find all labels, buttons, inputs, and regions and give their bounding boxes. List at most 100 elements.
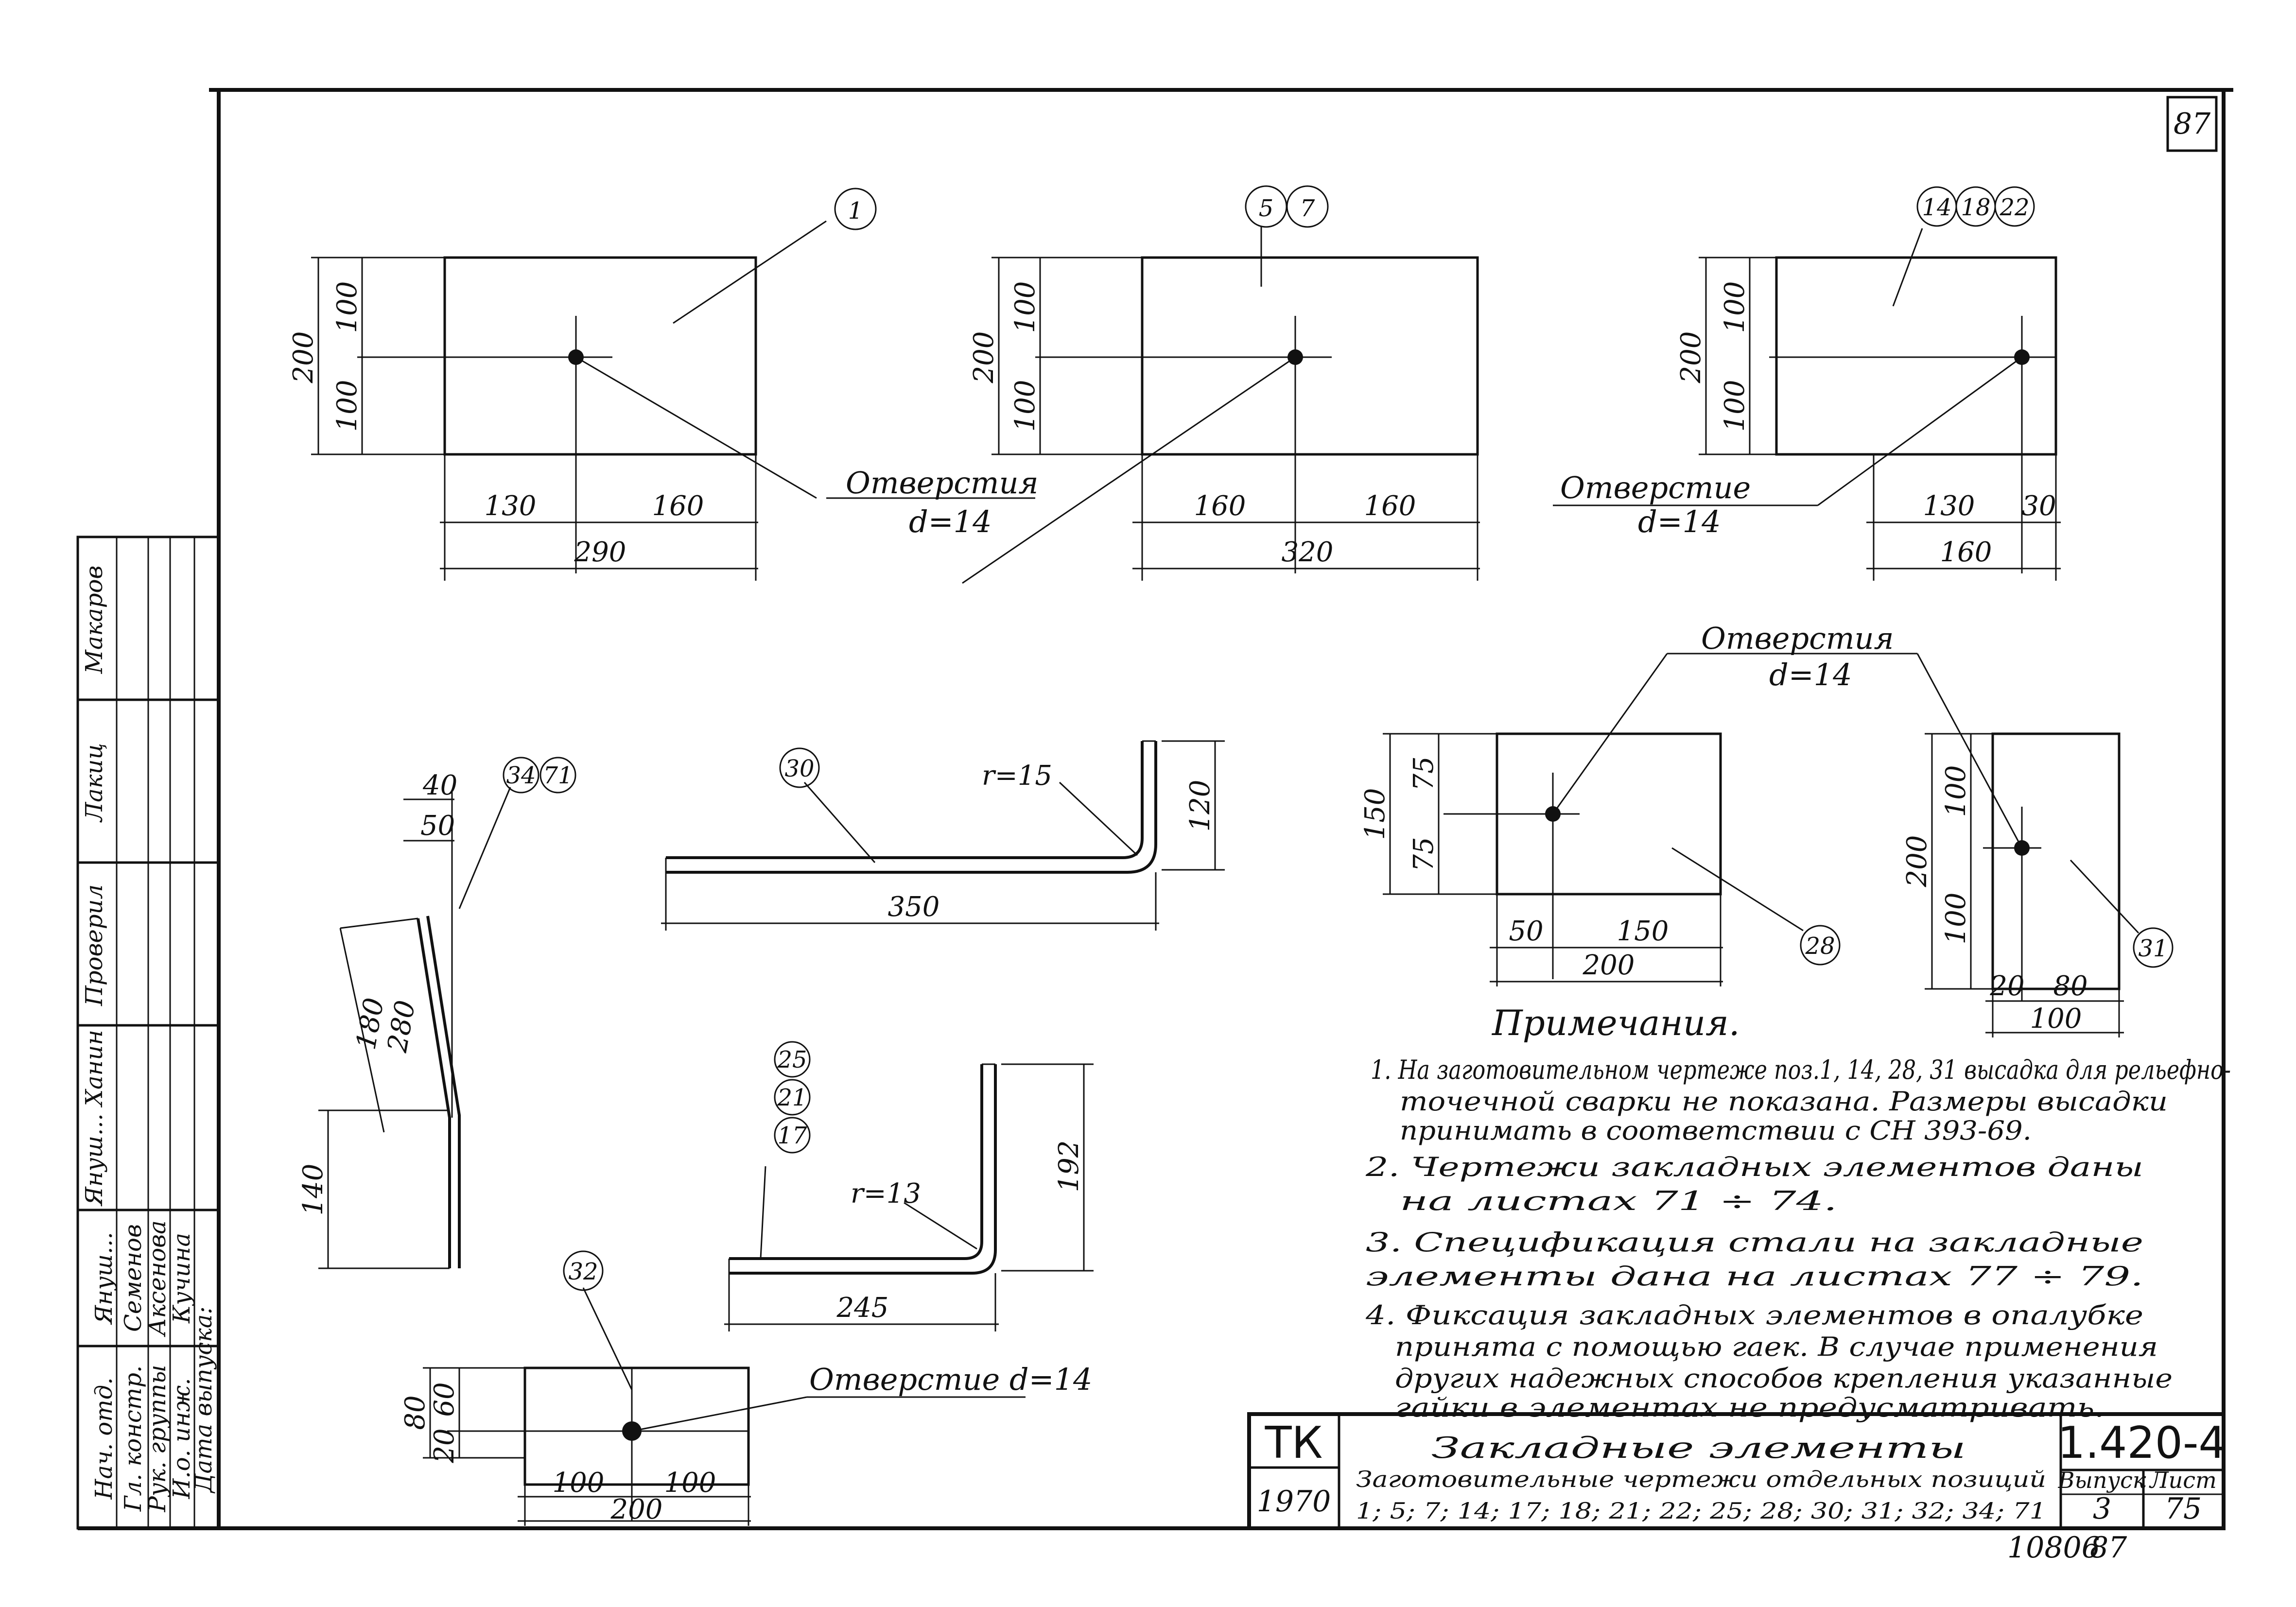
- hole-diameter: d=14: [1769, 657, 1852, 692]
- stamp-signature-2: Лакиц: [81, 743, 108, 823]
- position-marker-22: 22: [1999, 194, 2029, 221]
- hole-callout-right: Отверстия d=14: [1552, 621, 2023, 848]
- dim-width-right: 80: [2053, 970, 2087, 1002]
- dim-height-bottom: 100: [1719, 380, 1751, 432]
- dim-height-total: 200: [288, 331, 319, 384]
- dim-height-total: 200: [968, 331, 1000, 384]
- dim-width-left: 20: [1989, 970, 2024, 1002]
- dim-width-total: 320: [1282, 536, 1334, 568]
- position-marker-17: 17: [777, 1122, 807, 1149]
- position-marker-31: 31: [2138, 935, 2168, 962]
- dim-height-top: 100: [1940, 765, 1972, 817]
- dim-height-top: 100: [1009, 281, 1041, 333]
- stamp-name-4: Кучина: [168, 1233, 195, 1324]
- stamp-signature-4: Януш... Ханин: [81, 1030, 108, 1207]
- series-code: ТК: [1265, 1417, 1323, 1469]
- stamp-role-5: Дата выпуска:: [190, 1306, 217, 1493]
- dim-height-total: 200: [1675, 331, 1707, 384]
- dim-140: 140: [297, 1164, 329, 1216]
- position-marker-14: 14: [1922, 194, 1951, 221]
- dim-height-total: 200: [1901, 835, 1933, 888]
- title-block: ТК 1970 Закладные элементы Заготовительн…: [1247, 1412, 2226, 1530]
- bent-bar-25-21-17-drawing: 245 192 r=13 25 21 17: [724, 1041, 1094, 1331]
- position-marker-18: 18: [1961, 194, 1990, 221]
- note-4-line-4: гайки в элементах не предусматривать.: [1395, 1392, 2105, 1423]
- issue-value: 3: [2093, 1492, 2111, 1526]
- position-marker-1: 1: [848, 197, 863, 225]
- dim-height: 120: [1184, 780, 1216, 832]
- note-1-line-3: принимать в соответствии с СН 393-69.: [1400, 1115, 2032, 1146]
- position-marker-7: 7: [1300, 195, 1315, 222]
- position-marker-30: 30: [784, 755, 814, 782]
- dim-height-bottom: 100: [1009, 380, 1041, 432]
- plate-14-18-22-drawing: 200 100 100 130 30 160 14 18 22 Отверсти…: [1553, 186, 2061, 581]
- drawing-title: Закладные элементы: [1431, 1431, 1966, 1465]
- dim-40: 40: [422, 770, 457, 801]
- dim-height-bottom: 100: [331, 380, 363, 432]
- stamp-name-1: Януш...: [90, 1232, 118, 1325]
- stamp-role-1: Нач. отд.: [90, 1378, 118, 1500]
- bent-bar-30-drawing: 350 120 r=15 30: [661, 740, 1225, 931]
- note-4-line-2: принята с помощью гаек. В случае примене…: [1395, 1331, 2158, 1362]
- dim-width-right: 160: [652, 490, 704, 522]
- note-4-line-3: других надежных способов крепления указа…: [1395, 1363, 2173, 1394]
- note-1-line-1: 1. На заготовительном чертеже поз.1, 14,…: [1371, 1054, 2231, 1085]
- dim-width-total: 200: [1583, 950, 1635, 981]
- sheet-number-box: [2166, 96, 2218, 152]
- dim-height-total: 80: [400, 1395, 431, 1430]
- sheet-number: 87: [2174, 107, 2211, 141]
- note-1-line-2: точечной сварки не показана. Размеры выс…: [1400, 1086, 2168, 1117]
- dim-50: 50: [420, 810, 455, 842]
- position-marker-25: 25: [777, 1046, 807, 1073]
- hole-label: Отверстия: [1701, 621, 1894, 656]
- dim-width-left: 100: [553, 1467, 605, 1499]
- dim-width-right: 160: [1364, 490, 1416, 522]
- position-marker-34: 34: [506, 762, 536, 789]
- dim-height: 192: [1053, 1140, 1085, 1192]
- hole-label: Отверстия: [846, 465, 1039, 501]
- drawing-subtitle-2: 1; 5; 7; 14; 17; 18; 21; 22; 25; 28; 30;…: [1356, 1498, 2046, 1524]
- note-2-line-1: 2. Чертежи закладных элементов даны: [1365, 1152, 2143, 1182]
- dim-width-total: 160: [1940, 536, 1992, 568]
- dim-width-total: 290: [574, 536, 626, 568]
- dim-height-top: 60: [429, 1382, 460, 1417]
- position-marker-32: 32: [568, 1258, 598, 1285]
- dim-height-top: 100: [1719, 281, 1751, 333]
- sheet-value: 75: [2165, 1492, 2202, 1526]
- notes-heading: Примечания.: [1491, 1002, 1740, 1043]
- dim-width-left: 130: [1923, 490, 1975, 522]
- stamp-name-3: Аксенова: [144, 1220, 171, 1337]
- dim-width-right: 30: [2021, 490, 2056, 522]
- stamp-signature-3: Проверил: [81, 884, 108, 1006]
- year: 1970: [1257, 1485, 1331, 1519]
- dim-length: 245: [836, 1292, 889, 1324]
- dim-radius: r=13: [851, 1178, 921, 1210]
- dim-length: 350: [888, 891, 940, 923]
- dim-height-bottom: 100: [1940, 893, 1972, 945]
- plate-1-drawing: 200 100 100 130 160 290 1: [288, 188, 877, 581]
- sheet-label: Лист: [2149, 1467, 2216, 1493]
- approval-stamp: Макаров Лакиц Проверил Януш... Ханин Яну…: [76, 536, 220, 1530]
- stamp-signature-1: Макаров: [81, 566, 108, 674]
- stamp-role-4: И.о. инж.: [168, 1378, 195, 1500]
- stamp-role-2: Гл. констр.: [120, 1365, 147, 1512]
- issue-label: Выпуск: [2058, 1467, 2146, 1493]
- dim-width-left: 160: [1194, 490, 1246, 522]
- position-marker-21: 21: [777, 1084, 807, 1111]
- archive-number: 10806: [2007, 1531, 2100, 1565]
- dim-height-top: 100: [331, 281, 363, 333]
- dim-height-bottom: 75: [1408, 837, 1440, 871]
- dim-width-total: 100: [2030, 1003, 2082, 1035]
- note-3-line-1: 3. Спецификация стали на закладные: [1366, 1227, 2143, 1258]
- position-marker-28: 28: [1805, 933, 1835, 960]
- note-4-line-1: 4. Фиксация закладных элементов в опалуб…: [1365, 1300, 2143, 1331]
- hole-diameter: d=14: [909, 504, 992, 539]
- dim-width-right: 100: [664, 1467, 716, 1499]
- plate-31-drawing: 200 100 100 20 80 100 31: [1901, 732, 2174, 1037]
- position-marker-5: 5: [1259, 195, 1274, 222]
- note-2-line-2: на листах 71 ÷ 74.: [1400, 1186, 1837, 1216]
- dim-radius: r=15: [982, 760, 1052, 792]
- stamp-name-2: Семенов: [120, 1224, 147, 1332]
- hole-diameter: d=14: [1638, 504, 1721, 539]
